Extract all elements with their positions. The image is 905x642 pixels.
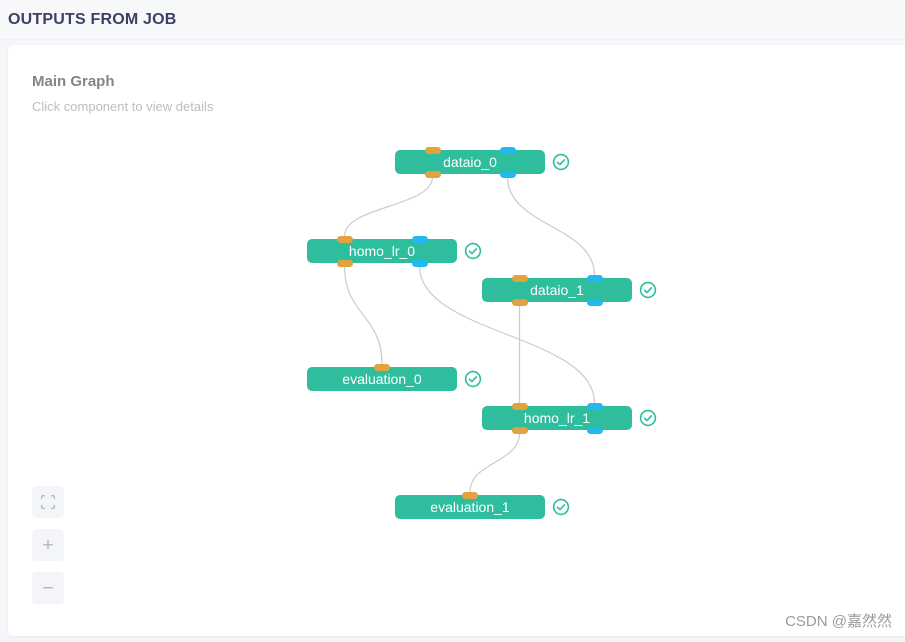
check-circle-icon (464, 242, 482, 260)
check-circle-icon (639, 281, 657, 299)
graph-node-label: evaluation_1 (430, 499, 510, 515)
model-port (586, 274, 603, 282)
graph-canvas[interactable]: dataio_0 homo_lr_0 dataio_1 evaluation_0… (8, 45, 905, 636)
minus-icon: − (42, 577, 54, 599)
check-circle-icon (552, 153, 570, 171)
model-port (586, 426, 603, 434)
page-header: OUTPUTS FROM JOB (0, 0, 905, 40)
data-port (462, 491, 478, 499)
page-title: OUTPUTS FROM JOB (8, 10, 177, 28)
graph-node-label: dataio_0 (443, 154, 497, 170)
data-port (424, 146, 441, 154)
model-port (586, 298, 603, 306)
data-port (511, 426, 528, 434)
watermark: CSDN @嘉然然 (785, 613, 892, 630)
graph-edge-dataio_0-to-dataio_1 (506, 176, 596, 276)
plus-icon: + (42, 534, 54, 556)
model-port (499, 170, 516, 178)
graph-edge-homo_lr_1-to-evaluation_1 (469, 432, 521, 493)
graph-edge-homo_lr_0-to-evaluation_0 (343, 265, 383, 365)
check-circle-icon (464, 370, 482, 388)
card-subtitle: Click component to view details (32, 99, 214, 114)
card-title: Main Graph (32, 73, 115, 90)
zoom-out-button[interactable]: − (32, 572, 64, 604)
data-port (511, 402, 528, 410)
model-port (586, 402, 603, 410)
graph-node-label: evaluation_0 (342, 371, 422, 387)
graph-node-dataio_0[interactable]: dataio_0 (395, 146, 545, 178)
graph-node-label: dataio_1 (530, 282, 584, 298)
model-port (499, 146, 516, 154)
edges-layer (343, 176, 596, 493)
graph-node-dataio_1[interactable]: dataio_1 (482, 274, 632, 306)
check-circle-icon (639, 409, 657, 427)
graph-controls: + − (32, 486, 64, 604)
data-port (336, 235, 353, 243)
main-graph-card: Main Graph Click component to view detai… (8, 45, 905, 636)
graph-node-evaluation_1[interactable]: evaluation_1 (395, 491, 545, 519)
data-port (336, 259, 353, 267)
graph-node-homo_lr_1[interactable]: homo_lr_1 (482, 402, 632, 434)
graph-node-evaluation_0[interactable]: evaluation_0 (307, 363, 457, 391)
zoom-in-button[interactable]: + (32, 529, 64, 561)
fit-view-button[interactable] (32, 486, 64, 518)
fullscreen-icon (41, 495, 55, 509)
graph-node-label: homo_lr_1 (523, 410, 591, 426)
check-circle-icon (552, 498, 570, 516)
graph-node-label: homo_lr_0 (348, 243, 416, 259)
data-port (424, 170, 441, 178)
model-port (411, 259, 428, 267)
model-port (411, 235, 428, 243)
graph-edge-dataio_0-to-homo_lr_0 (343, 176, 434, 237)
data-port (511, 298, 528, 306)
data-port (511, 274, 528, 282)
graph-node-homo_lr_0[interactable]: homo_lr_0 (307, 235, 457, 267)
data-port (374, 363, 390, 371)
